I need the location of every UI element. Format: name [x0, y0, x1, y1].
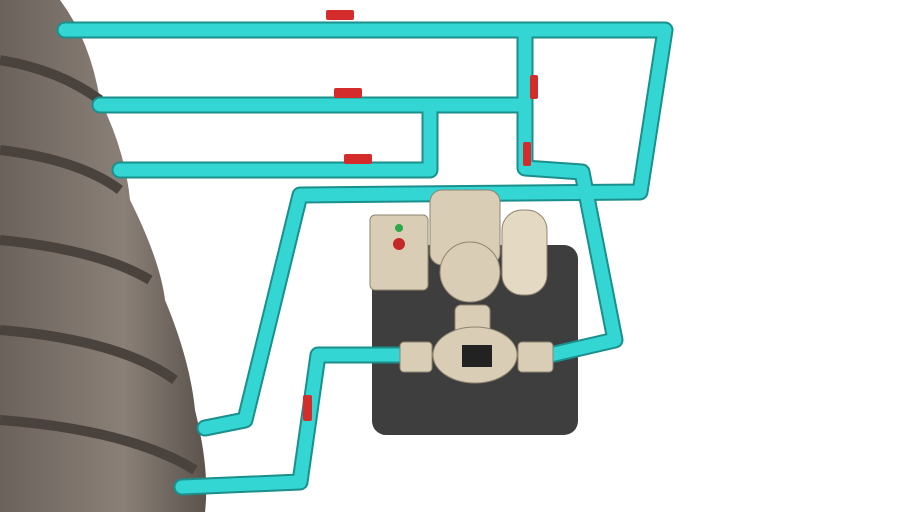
- control-box-icon: [369, 214, 429, 291]
- start-button: [395, 224, 403, 232]
- stop-button: [393, 238, 405, 250]
- motor-icon: [429, 189, 548, 303]
- valve-icon: [303, 10, 538, 421]
- tank-icon: [0, 0, 207, 512]
- pump-icon: [399, 304, 554, 384]
